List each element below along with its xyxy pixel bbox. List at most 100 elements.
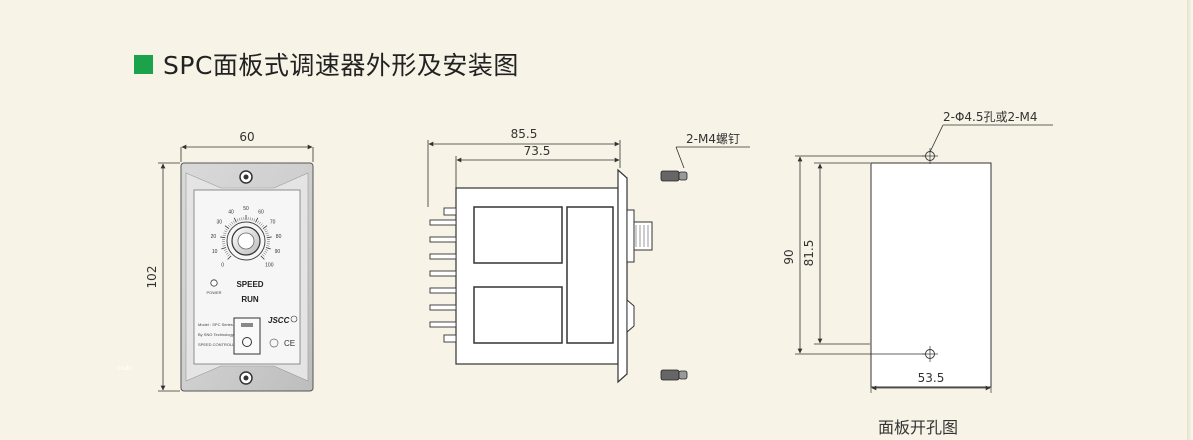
dial-tick-icon [263, 228, 267, 231]
dial-tick-icon [236, 218, 239, 222]
dial-tick-icon [221, 247, 227, 250]
dial-tick-label: 60 [258, 210, 264, 216]
knob-bezel [626, 209, 635, 263]
title-marker-icon [134, 54, 153, 74]
hole-label: 2-Φ4.5孔或2-M4 [943, 110, 1037, 124]
power-label: POWER [206, 290, 221, 295]
panel-flange [617, 168, 628, 384]
terminal-pin-icon [429, 270, 457, 277]
dial-tick-icon [223, 232, 227, 235]
dial-tick-icon [265, 249, 269, 251]
run-label: RUN [241, 295, 259, 304]
dial-tick-icon [225, 228, 229, 231]
screw-label: 2-M4螺钉 [686, 132, 740, 146]
title-text: SPC面板式调速器外形及安装图 [163, 51, 519, 80]
panel-cutout [870, 162, 992, 388]
screw-leader-line [675, 146, 685, 169]
dial-tick-icon [222, 245, 226, 247]
overall-depth-label: 85.5 [511, 127, 538, 141]
dial-tick-label: 100 [265, 262, 274, 268]
dial-tick-label: 40 [228, 210, 234, 216]
dial-tick-label: 50 [243, 206, 249, 212]
screw-icon [660, 170, 688, 182]
dial-tick-icon [265, 232, 269, 235]
knob-cap-icon [237, 232, 255, 250]
body-depth-label: 73.5 [524, 144, 551, 158]
dial-tick-icon [255, 217, 259, 223]
watermark: Insdk [117, 366, 132, 372]
terminal-pin-icon [429, 321, 457, 328]
dial-tick-icon [223, 249, 227, 251]
dial-tick-icon [224, 250, 228, 253]
brand-logo: JSCC [268, 316, 290, 325]
cutout-view: 2-Φ4.5孔或2-M4 90 81.5 53.5 [782, 110, 1053, 393]
dial-tick-icon [262, 254, 265, 257]
dial-tick-icon [227, 255, 232, 260]
dial-tick-icon [249, 217, 251, 221]
dial-tick-icon [224, 230, 228, 233]
width-dimension-label: 60 [239, 130, 254, 144]
certification-icon [290, 315, 298, 323]
ce-mark: CE [284, 339, 295, 348]
side-view: 85.5 73.5 2-M4螺钉 [427, 127, 750, 384]
dial-tick-icon [263, 252, 266, 255]
inner-height-label: 81.5 [802, 240, 816, 267]
dial-tick-icon [266, 234, 270, 236]
run-switch [233, 317, 261, 355]
dial-tick-icon [251, 217, 253, 221]
dial-tick-icon [231, 221, 234, 225]
dial-tick-icon [264, 250, 268, 253]
body-window [473, 206, 563, 264]
knob-side-icon [633, 221, 653, 251]
dial-tick-label: 0 [221, 262, 224, 268]
outer-height-label: 90 [782, 249, 796, 264]
dial-tick-icon [260, 223, 263, 226]
run-switch-indicator-icon [241, 323, 253, 327]
terminal-pin-icon [429, 219, 457, 226]
mounting-hole-center-icon [243, 375, 249, 381]
hole-leader-line [929, 124, 944, 153]
page-edge [1187, 0, 1193, 440]
dial-tick-icon [265, 247, 271, 250]
dial-tick-icon [266, 236, 272, 239]
dial-tick-label: 20 [211, 234, 217, 240]
dial-tick-icon [220, 236, 226, 239]
run-switch-circle-icon [242, 337, 252, 347]
cutout-caption: 面板开孔图 [878, 418, 959, 437]
dial-tick-icon [261, 224, 265, 228]
dial-tick-icon [257, 220, 260, 224]
recycle-icon [269, 338, 279, 348]
dial-tick-icon [266, 245, 270, 247]
dial-tick-label: 10 [212, 249, 218, 255]
dial-tick-icon [253, 218, 256, 222]
dial-tick-icon [224, 225, 230, 229]
terminal-block-icon [443, 334, 457, 343]
dial-ring [226, 221, 266, 261]
controller-line: SPEED CONTROLLER [198, 342, 240, 347]
dial-tick-icon [258, 221, 261, 225]
dial-tick-label: 90 [275, 249, 281, 255]
cutout-width-label: 53.5 [918, 371, 945, 385]
dial-tick-label: 70 [270, 220, 276, 226]
dial-tick-icon [227, 254, 230, 257]
mounting-hole-center-icon [243, 174, 249, 180]
section-title: SPC面板式调速器外形及安装图 [134, 47, 519, 81]
speed-label: SPEED [236, 280, 263, 289]
body-window [473, 286, 563, 344]
dial-tick-icon [227, 224, 231, 228]
dial-tick-icon [260, 255, 265, 260]
body-window [566, 206, 614, 344]
terminal-pin-icon [429, 304, 457, 311]
dial-tick-label: 30 [217, 220, 223, 226]
dial-tick-icon [222, 234, 226, 236]
dial-tick-icon [262, 225, 268, 229]
screw-icon [660, 369, 688, 381]
terminal-block-icon [443, 207, 457, 216]
terminal-pin-icon [429, 287, 457, 294]
dial-tick-icon [232, 220, 235, 224]
switch-side-icon [626, 298, 635, 334]
maker-line: By SNG Technology [198, 332, 234, 337]
